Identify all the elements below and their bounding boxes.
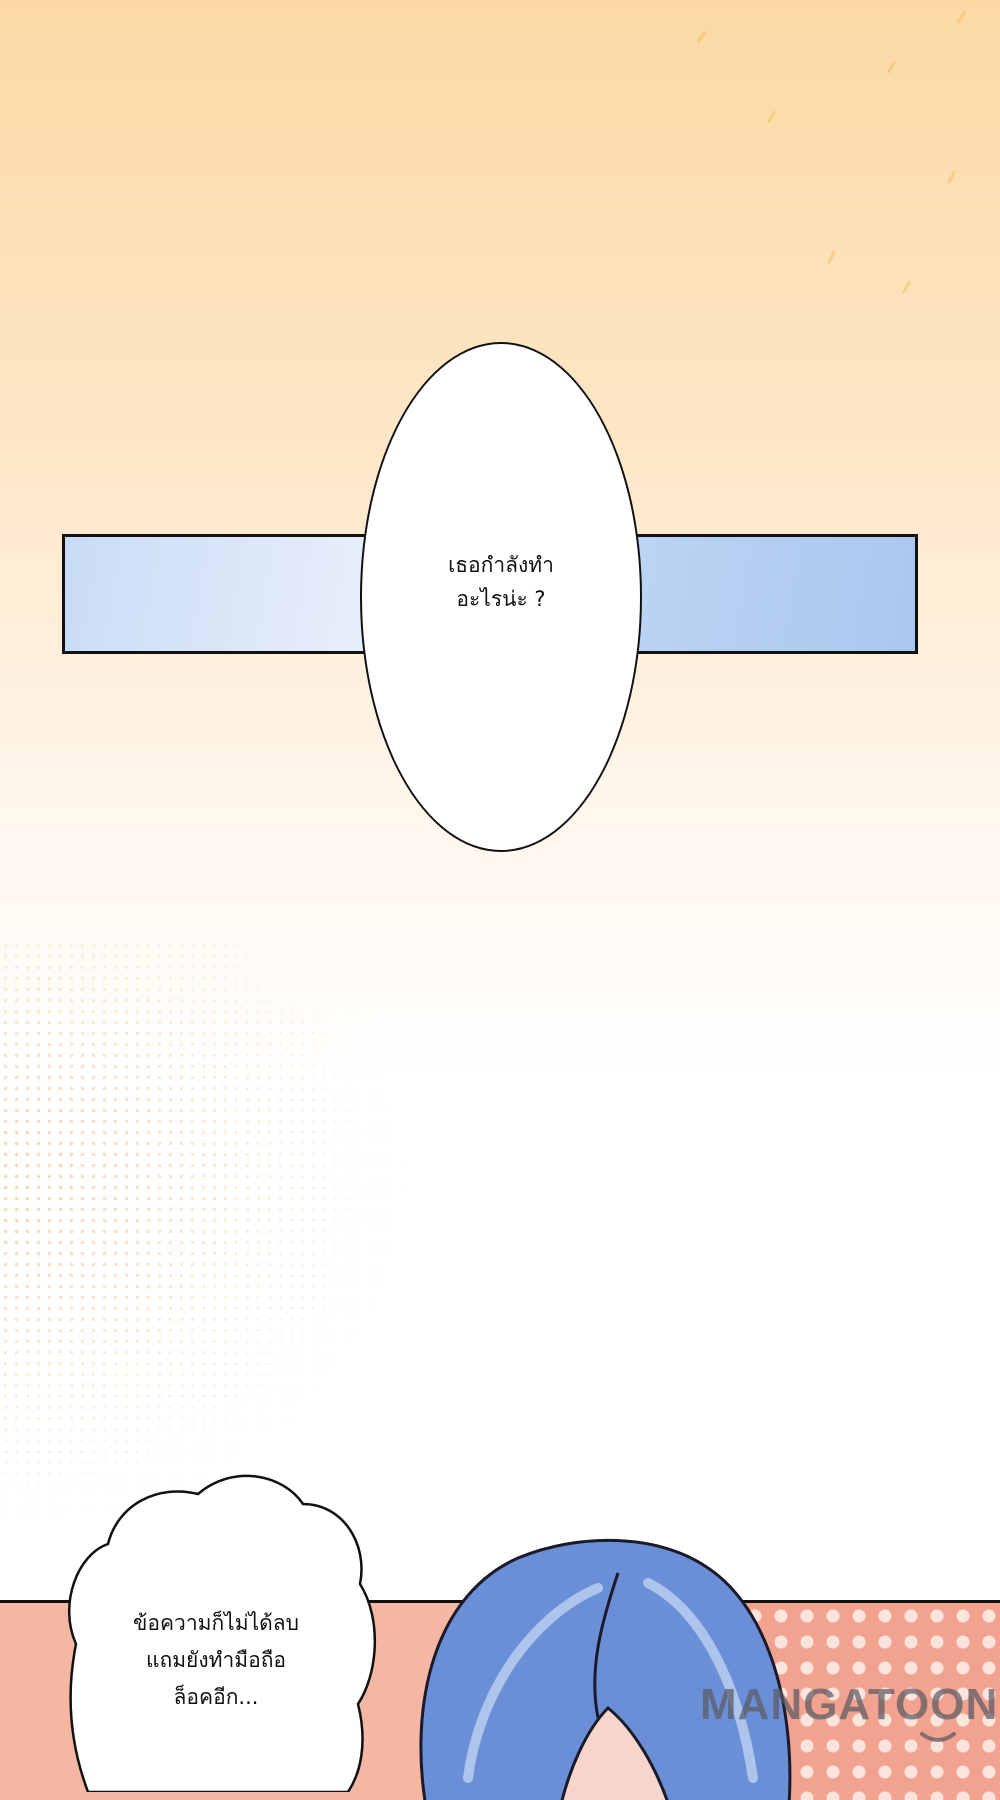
sparkle [956, 10, 967, 24]
sparkle [901, 280, 912, 294]
sparkle [696, 30, 707, 44]
character-hair [419, 1538, 792, 1800]
watermark: MANGATOON [700, 1680, 999, 1729]
speech-text: ข้อความก็ไม่ได้ลบ แถมยังทำมือถือ ล็อคอีก… [133, 1611, 299, 1709]
watermark-smile-icon [920, 1732, 956, 1742]
speech-text: เธอกำลังทำ อะไรน่ะ ? [448, 553, 554, 611]
cloud-speech-bubble [67, 1474, 376, 1792]
sparkle [826, 250, 837, 264]
sparkle [886, 60, 897, 74]
sparkle [766, 110, 777, 124]
sparkle [946, 170, 957, 184]
halftone-pattern [0, 940, 420, 1540]
oval-speech-bubble: เธอกำลังทำ อะไรน่ะ ? [360, 342, 642, 852]
